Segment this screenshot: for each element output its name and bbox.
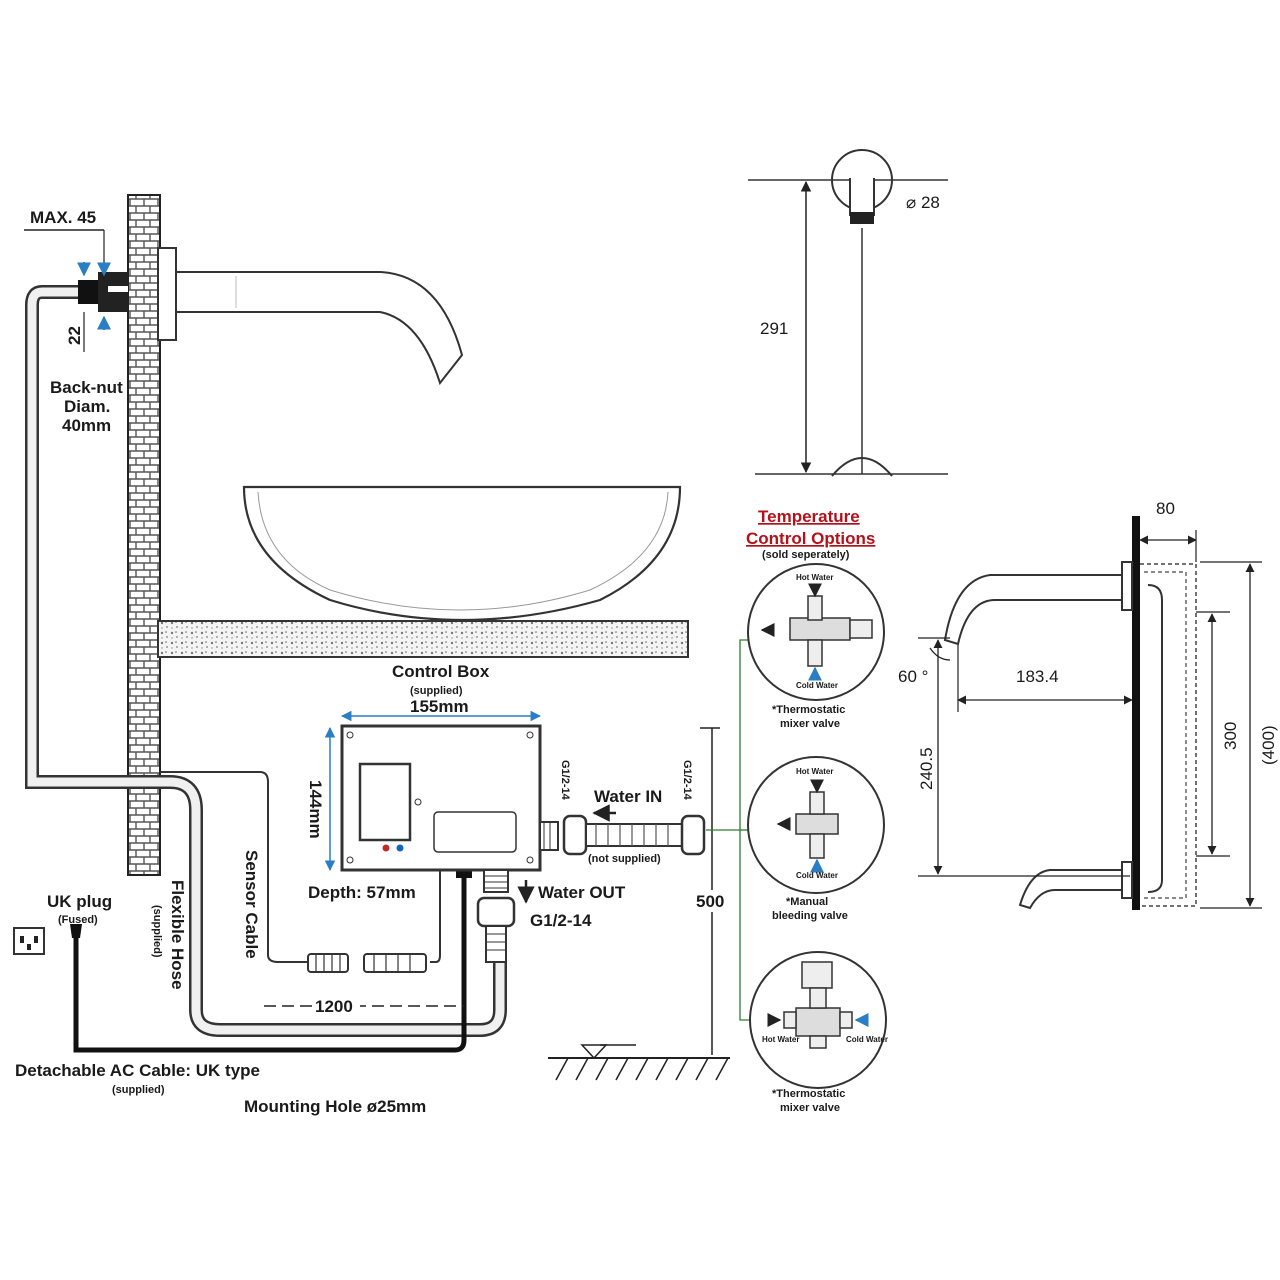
opt1-hot-label: Hot Water <box>796 573 833 582</box>
basin <box>242 485 682 622</box>
option-1-thermostatic-valve: Hot Water Cold Water <box>747 563 885 701</box>
option-3-label-b: mixer valve <box>780 1102 840 1114</box>
flexible-hose-supplied-label: (supplied) <box>151 905 163 958</box>
g12-out-label: G1/2-14 <box>530 911 592 930</box>
dim-22-label: 22 <box>65 326 84 345</box>
temperature-title-2: Control Options <box>746 529 875 548</box>
mounting-hole-label: Mounting Hole ø25mm <box>244 1097 426 1116</box>
floor <box>548 1044 730 1081</box>
option-3-label-a: *Thermostatic <box>772 1088 845 1100</box>
option-2-label-b: bleeding valve <box>772 910 848 922</box>
spout-dimensions-view <box>918 516 1262 910</box>
option-1-label-a: *Thermostatic <box>772 704 845 716</box>
dim-291-label: 291 <box>760 319 788 338</box>
flexible-hose-label: Flexible Hose <box>168 880 187 990</box>
wall <box>127 194 161 876</box>
sensor-cable-label: Sensor Cable <box>242 850 261 959</box>
spout-front-view <box>748 149 948 477</box>
option-2-bleeding-valve: Hot Water Cold Water <box>747 756 885 894</box>
option-connector-lines <box>706 639 752 1021</box>
uk-plug-socket-icon <box>13 927 45 955</box>
water-out-connection <box>476 869 535 963</box>
fused-label: (Fused) <box>58 914 98 926</box>
control-box-supplied-label: (supplied) <box>410 685 463 697</box>
temperature-title-1: Temperature <box>758 507 860 526</box>
control-box <box>340 724 542 872</box>
uk-plug-label: UK plug <box>47 892 112 911</box>
water-in-label: Water IN <box>594 787 662 806</box>
option-3-thermostatic-valve: Hot Water Cold Water <box>749 951 888 1089</box>
dim-1200-label: 1200 <box>315 997 353 1016</box>
g12-right-label: G1/2-14 <box>681 760 693 801</box>
dim-400-label: (400) <box>1259 725 1278 765</box>
max-45-label: MAX. 45 <box>30 208 96 227</box>
diameter-28-label: ⌀ 28 <box>906 193 940 212</box>
ac-cable <box>70 868 472 1053</box>
dim-183-label: 183.4 <box>1016 667 1059 686</box>
opt2-cold-label: Cold Water <box>796 871 838 880</box>
width-155-label: 155mm <box>410 697 469 716</box>
backnut-label-1: Back-nut <box>50 378 123 397</box>
opt1-cold-label: Cold Water <box>796 681 838 690</box>
dim-240-label: 240.5 <box>917 747 936 790</box>
sensor-connector <box>307 953 427 973</box>
backnut-label-2: Diam. <box>64 397 110 416</box>
opt2-hot-label: Hot Water <box>796 767 833 776</box>
back-nut <box>24 229 128 352</box>
option-2-label-a: *Manual <box>786 896 828 908</box>
water-in-connection <box>539 804 706 856</box>
water-in-not-supplied-label: (not supplied) <box>588 853 661 865</box>
angle-60-label: 60 ° <box>898 667 928 686</box>
ac-cable-label: Detachable AC Cable: UK type <box>15 1061 260 1080</box>
ac-cable-supplied-label: (supplied) <box>112 1084 165 1096</box>
backnut-label-3: 40mm <box>62 416 111 435</box>
countertop <box>157 620 689 658</box>
opt3-cold-label: Cold Water <box>846 1035 888 1044</box>
height-144-label: 144mm <box>306 780 325 839</box>
temperature-sold-separately: (sold seperately) <box>762 549 850 561</box>
g12-left-label: G1/2-14 <box>559 760 571 801</box>
dim-80-label: 80 <box>1156 499 1175 518</box>
option-1-label-b: mixer valve <box>780 718 840 730</box>
dim-500-label: 500 <box>696 892 724 911</box>
control-box-label: Control Box <box>392 662 490 681</box>
sensor-cable <box>160 771 441 963</box>
water-out-label: Water OUT <box>538 883 626 902</box>
spout-side-view <box>157 247 464 386</box>
flexible-hose <box>25 285 507 1037</box>
dim-300-label: 300 <box>1221 722 1240 750</box>
opt3-hot-label: Hot Water <box>762 1035 799 1044</box>
depth-label: Depth: 57mm <box>308 883 416 902</box>
